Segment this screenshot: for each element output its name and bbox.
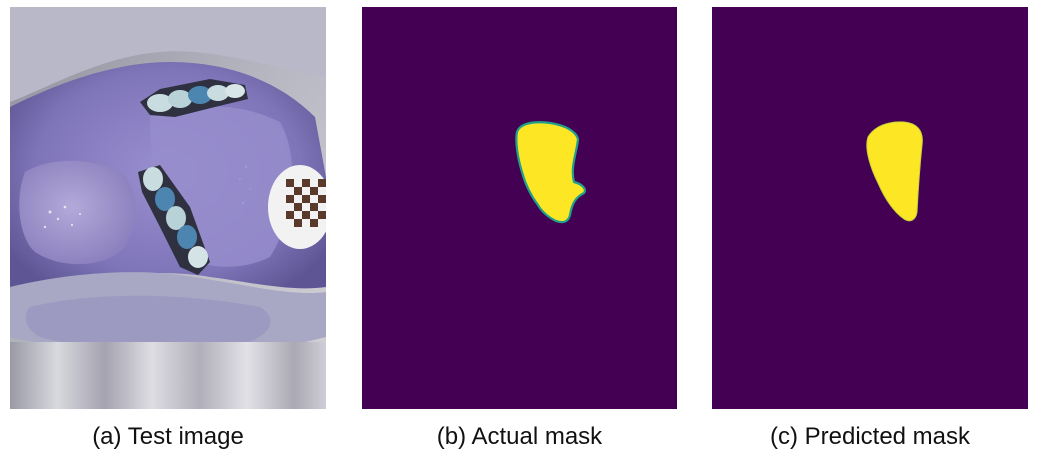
test-image — [10, 7, 326, 409]
lower-teeth — [138, 165, 210, 275]
actual-mask-region — [515, 121, 586, 224]
upper-teeth — [140, 79, 248, 117]
predicted-mask — [712, 7, 1028, 409]
actual-mask — [362, 7, 677, 409]
predicted-mask-region — [866, 121, 923, 222]
oral-cavity-photo — [10, 7, 326, 409]
actual-mask-image — [362, 7, 677, 409]
caption-test-image: (a) Test image — [92, 423, 244, 450]
caption-predicted-mask: (c) Predicted mask — [769, 423, 971, 450]
caption-actual-mask: (b) Actual mask — [436, 423, 603, 450]
predicted-mask-image — [712, 7, 1028, 409]
checkerboard-marker — [268, 165, 326, 249]
